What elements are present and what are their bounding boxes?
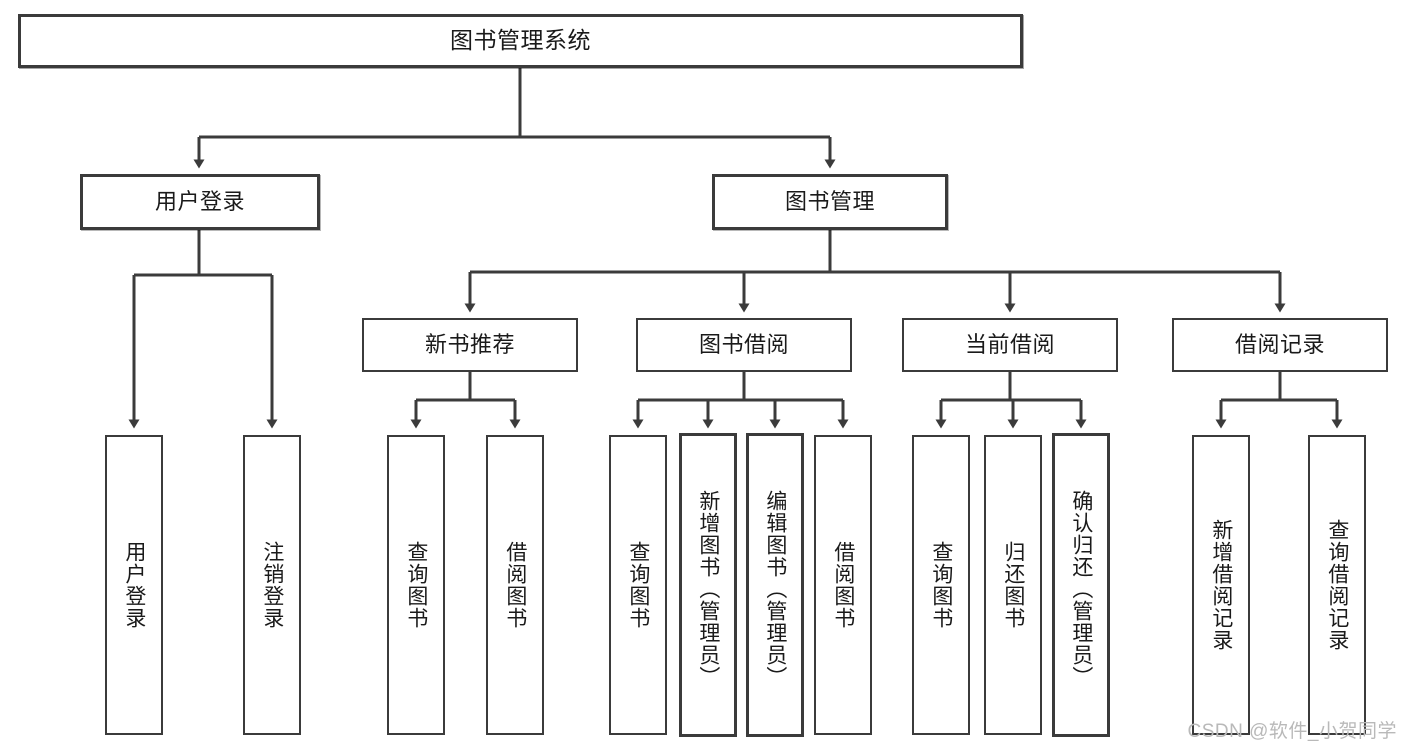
node-borrow-record-label: 借阅记录: [1234, 331, 1325, 357]
vertical-text-wrap: 新增图书（管理员）: [694, 436, 722, 734]
vertical-text-wrap: 确认归还（管理员）: [1067, 436, 1095, 734]
node-leaf-query-book-2[interactable]: 查询图书: [609, 435, 667, 735]
node-borrow-record[interactable]: 借阅记录: [1172, 318, 1388, 372]
node-leaf-query-book-3[interactable]: 查询图书: [912, 435, 970, 735]
node-leaf-user-login-label: 用户登录: [122, 541, 146, 629]
node-new-book-rec-label: 新书推荐: [424, 331, 515, 357]
node-leaf-add-book[interactable]: 新增图书（管理员）: [679, 433, 737, 737]
node-user-login[interactable]: 用户登录: [80, 174, 320, 230]
node-root[interactable]: 图书管理系统: [18, 14, 1023, 68]
node-leaf-add-record[interactable]: 新增借阅记录: [1192, 435, 1250, 735]
node-leaf-query-book-1[interactable]: 查询图书: [387, 435, 445, 735]
node-leaf-user-logout[interactable]: 注销登录: [243, 435, 301, 735]
csdn-watermark: CSDN @软件_小贺同学: [1187, 721, 1397, 742]
vertical-text-wrap: 借阅图书: [829, 437, 857, 733]
node-leaf-add-record-label: 新增借阅记录: [1209, 519, 1233, 651]
node-leaf-return-book[interactable]: 归还图书: [984, 435, 1042, 735]
vertical-text-wrap: 借阅图书: [501, 437, 529, 733]
node-leaf-edit-book-label: 编辑图书（管理员）: [763, 490, 787, 688]
node-leaf-query-book-3-label: 查询图书: [929, 541, 953, 629]
node-leaf-edit-book[interactable]: 编辑图书（管理员）: [746, 433, 804, 737]
node-leaf-return-book-label: 归还图书: [1001, 541, 1025, 629]
node-leaf-borrow-book-2-label: 借阅图书: [831, 541, 855, 629]
node-current-borrow[interactable]: 当前借阅: [902, 318, 1118, 372]
vertical-text-wrap: 新增借阅记录: [1207, 437, 1235, 733]
node-leaf-borrow-book-1[interactable]: 借阅图书: [486, 435, 544, 735]
node-leaf-confirm-return[interactable]: 确认归还（管理员）: [1052, 433, 1110, 737]
node-leaf-borrow-book-1-label: 借阅图书: [503, 541, 527, 629]
node-leaf-query-record[interactable]: 查询借阅记录: [1308, 435, 1366, 735]
vertical-text-wrap: 注销登录: [258, 437, 286, 733]
node-book-borrow-label: 图书借阅: [698, 331, 789, 357]
node-current-borrow-label: 当前借阅: [964, 331, 1055, 357]
node-book-manage[interactable]: 图书管理: [712, 174, 948, 230]
vertical-text-wrap: 查询图书: [927, 437, 955, 733]
node-new-book-rec[interactable]: 新书推荐: [362, 318, 578, 372]
node-root-label: 图书管理系统: [450, 27, 591, 54]
node-leaf-query-book-1-label: 查询图书: [404, 541, 428, 629]
node-leaf-borrow-book-2[interactable]: 借阅图书: [814, 435, 872, 735]
node-leaf-add-book-label: 新增图书（管理员）: [696, 490, 720, 688]
node-user-login-label: 用户登录: [154, 188, 245, 214]
node-leaf-user-login[interactable]: 用户登录: [105, 435, 163, 735]
vertical-text-wrap: 编辑图书（管理员）: [761, 436, 789, 734]
node-leaf-confirm-return-label: 确认归还（管理员）: [1069, 490, 1093, 688]
vertical-text-wrap: 查询图书: [402, 437, 430, 733]
vertical-text-wrap: 查询借阅记录: [1323, 437, 1351, 733]
node-book-borrow[interactable]: 图书借阅: [636, 318, 852, 372]
node-leaf-user-logout-label: 注销登录: [260, 541, 284, 629]
vertical-text-wrap: 归还图书: [999, 437, 1027, 733]
node-leaf-query-book-2-label: 查询图书: [626, 541, 650, 629]
node-leaf-query-record-label: 查询借阅记录: [1325, 519, 1349, 651]
vertical-text-wrap: 查询图书: [624, 437, 652, 733]
node-book-manage-label: 图书管理: [784, 188, 875, 214]
vertical-text-wrap: 用户登录: [120, 437, 148, 733]
